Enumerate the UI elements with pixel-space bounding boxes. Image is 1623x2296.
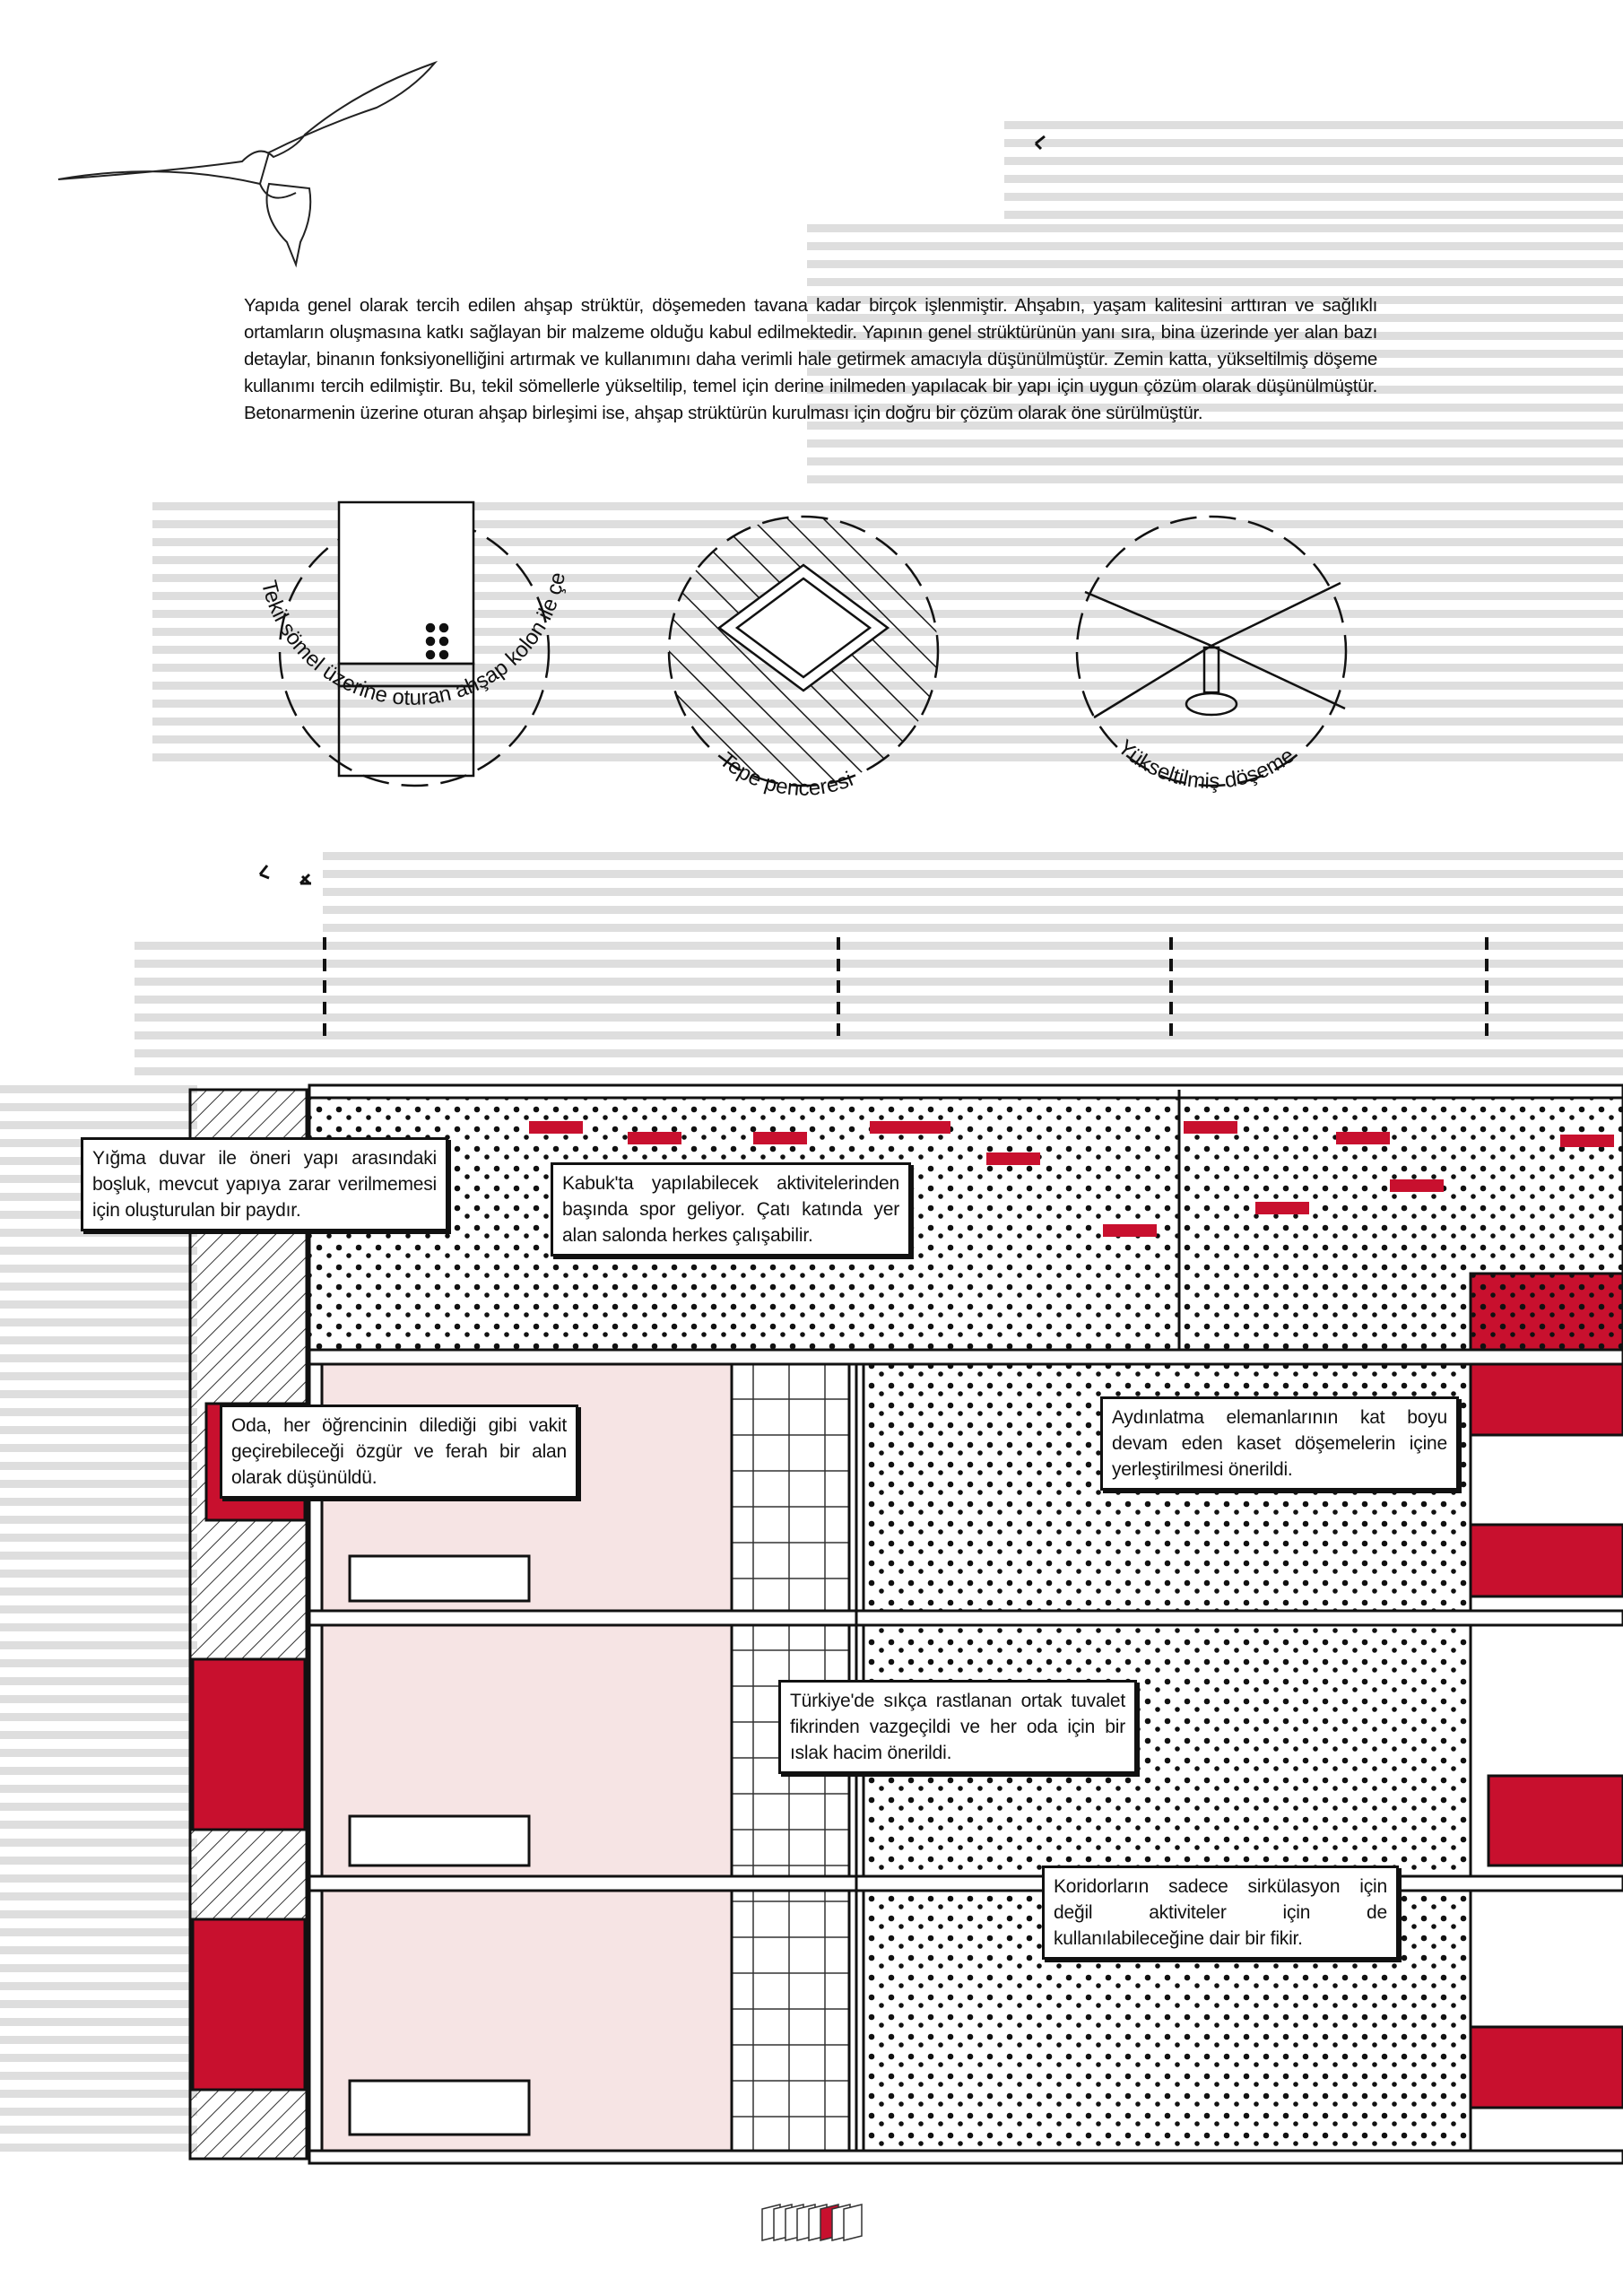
grid-lines — [323, 937, 1488, 1036]
detail-caption-3: Yükseltilmiş döşeme — [1113, 735, 1299, 794]
raised-floor-icon — [1075, 515, 1348, 787]
cloud-stripes — [807, 224, 1623, 493]
seagull-icon — [57, 60, 438, 268]
callout-corridor: Koridorların sadece sirkülasyon için değ… — [1042, 1866, 1399, 1960]
intro-paragraph: Yapıda genel olarak tercih edilen ahşap … — [244, 295, 1377, 423]
callout-roof-sports: Kabuk'ta yapılabilecek aktivitelerinden … — [551, 1162, 911, 1257]
cloud-stripes — [323, 852, 1623, 942]
bird-icon — [258, 135, 1046, 885]
column-joint-icon — [278, 500, 551, 787]
page-indicator — [761, 2204, 863, 2241]
detail-caption-2: Tepe penceresi — [715, 748, 856, 801]
cloud-stripes — [0, 1085, 197, 2161]
callout-lighting: Aydınlatma elemanlarının kat boyu devam … — [1100, 1396, 1459, 1491]
page-icon — [843, 2204, 863, 2241]
callout-wet-space: Türkiye'de sıkça rastlanan ortak tuvalet… — [778, 1680, 1137, 1774]
callout-masonry-gap: Yığma duvar ile öneri yapı arasındaki bo… — [81, 1137, 448, 1231]
cloud-stripes — [135, 942, 1623, 1085]
skylight-icon — [667, 515, 940, 787]
callout-student-room: Oda, her öğrencinin dilediği gibi vakit … — [220, 1405, 578, 1499]
cloud-stripes — [1004, 121, 1623, 220]
